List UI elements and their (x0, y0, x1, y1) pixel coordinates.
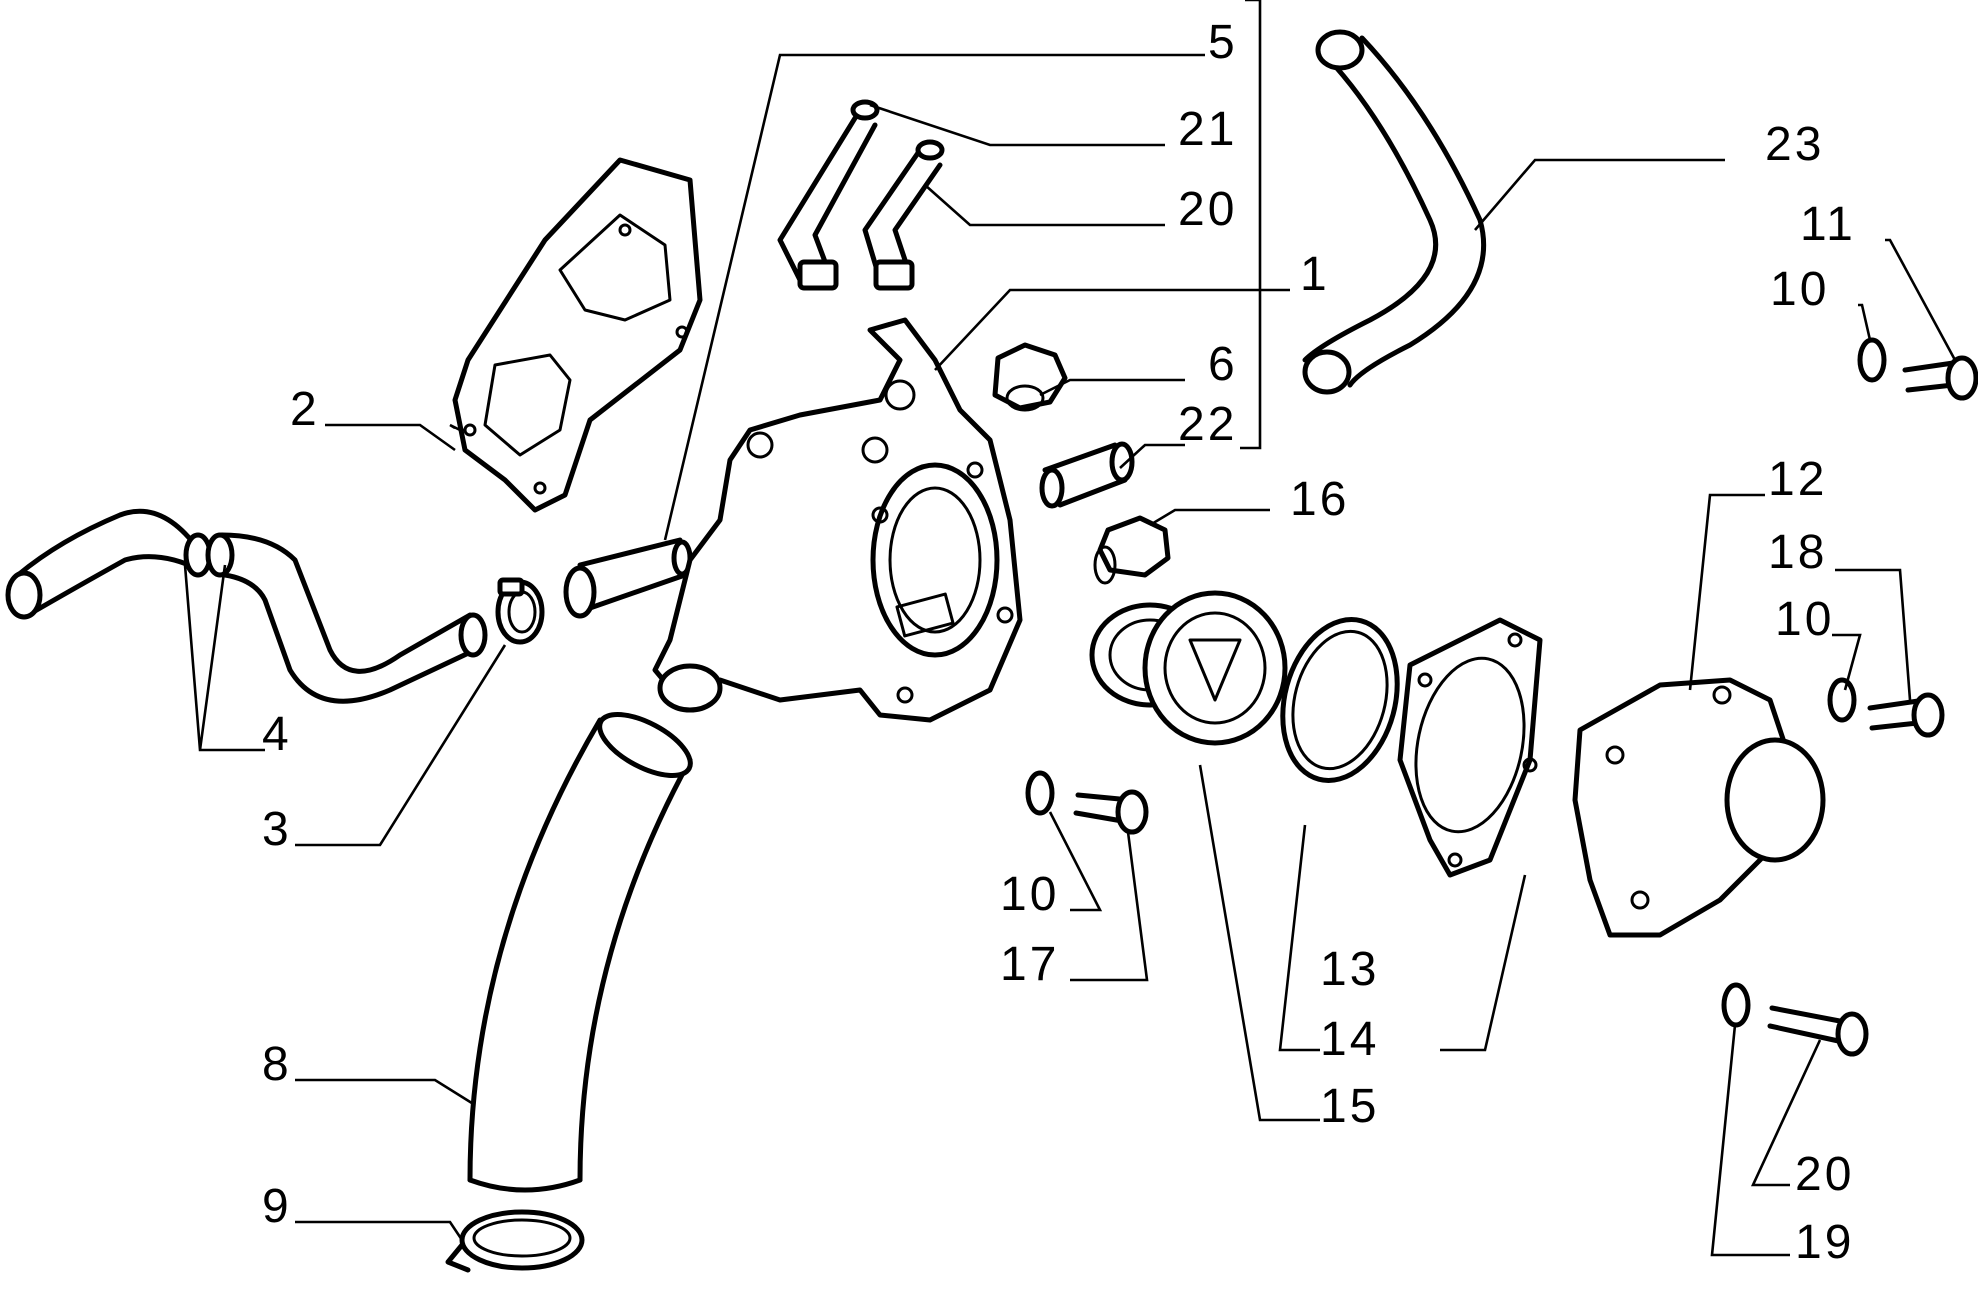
callout-5: 5 (1208, 16, 1238, 69)
callout-20-top: 20 (1178, 183, 1237, 236)
callout-13: 13 (1320, 943, 1379, 996)
callout-labels: 1 2 3 4 5 6 8 9 10 10 10 11 12 13 14 15 … (262, 16, 1856, 1269)
callout-1: 1 (1300, 248, 1330, 301)
callout-18: 18 (1768, 526, 1827, 579)
part-hose-23 (1302, 29, 1487, 395)
part-clamp-9 (445, 1209, 585, 1273)
part-plug-6 (992, 342, 1068, 412)
part-bolt-17 (1073, 789, 1149, 835)
part-gasket-2 (452, 157, 703, 513)
part-hose-8 (467, 712, 693, 1193)
part-clamp-3 (495, 577, 545, 645)
part-thermostat-15 (1089, 590, 1288, 746)
callout-10-left: 10 (1000, 868, 1059, 921)
callout-14: 14 (1320, 1013, 1379, 1066)
part-washer-19 (1721, 982, 1751, 1028)
part-seal-14 (1280, 617, 1400, 783)
callout-8: 8 (262, 1038, 292, 1091)
part-bolt-20 (1767, 1005, 1869, 1057)
part-bolt-11 (1902, 355, 1978, 401)
part-washer-10-top (1857, 337, 1887, 383)
part-washer-10-mid (1827, 677, 1857, 723)
callout-9: 9 (262, 1180, 292, 1233)
callout-15: 15 (1320, 1080, 1379, 1133)
callout-20-bottom: 20 (1795, 1148, 1854, 1201)
part-fitting-21 (777, 99, 880, 291)
part-water-pump-1 (652, 317, 1023, 723)
callout-10-top: 10 (1770, 263, 1829, 316)
callout-11: 11 (1800, 198, 1856, 251)
part-bolt-18 (1867, 692, 1945, 738)
callout-12: 12 (1768, 453, 1827, 506)
callout-22: 22 (1178, 398, 1237, 451)
callout-4: 4 (262, 708, 292, 761)
callout-17: 17 (1000, 938, 1059, 991)
part-plug-16 (1093, 515, 1171, 585)
part-fitting-22 (1039, 441, 1135, 509)
part-stud-5 (563, 537, 693, 619)
callout-3: 3 (262, 803, 292, 856)
callout-19: 19 (1795, 1216, 1854, 1269)
part-washer-10-left (1025, 770, 1055, 816)
part-gasket-13 (1397, 617, 1543, 878)
callout-23: 23 (1765, 118, 1824, 171)
part-fitting-20 (862, 139, 945, 291)
part-hose-4-left (5, 508, 213, 620)
callout-10-mid: 10 (1775, 593, 1834, 646)
callout-6: 6 (1208, 338, 1238, 391)
leader-lines (183, 0, 1957, 1257)
callout-16: 16 (1290, 473, 1349, 526)
callout-2: 2 (290, 383, 320, 436)
part-thermostat-cover-12 (1572, 677, 1826, 938)
callout-21: 21 (1178, 103, 1237, 156)
part-hose-4-right (205, 532, 488, 704)
